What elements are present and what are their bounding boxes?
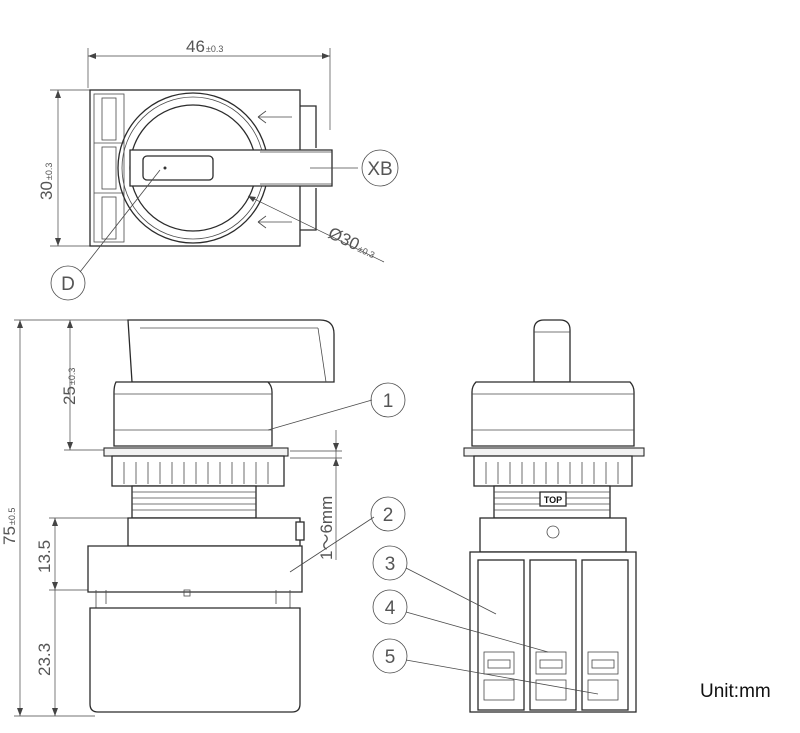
side-callouts: 1 2	[267, 382, 406, 573]
side-view: 75±0.5 25±0.3 13.5 23.3 1～6mm	[0, 319, 342, 717]
knob-height-dimension: 25±0.3	[60, 368, 79, 405]
width-dimension: 46±0.3	[186, 37, 223, 56]
top-view: 46±0.3 30±0.3 XB	[37, 37, 399, 301]
diameter-dimension: Ø30±0.3	[325, 223, 379, 262]
callout-5: 5	[385, 647, 396, 668]
front-view: TOP	[463, 319, 645, 713]
callout-4: 4	[385, 598, 396, 619]
callout-3: 3	[385, 554, 396, 575]
top-marking: TOP	[544, 495, 562, 505]
block1-dimension: 13.5	[35, 540, 54, 573]
callout-2: 2	[383, 505, 394, 526]
callout-d: D	[61, 274, 75, 295]
total-height-dimension: 75±0.5	[0, 508, 19, 545]
unit-label: Unit:mm	[700, 681, 771, 702]
block2-dimension: 23.3	[35, 643, 54, 676]
height-dimension: 30±0.3	[37, 163, 56, 200]
callout-xb: XB	[367, 159, 392, 180]
front-callouts: 3 4 5	[372, 545, 599, 695]
panel-thickness-dimension: 1～6mm	[317, 496, 336, 560]
callout-1: 1	[383, 391, 394, 412]
